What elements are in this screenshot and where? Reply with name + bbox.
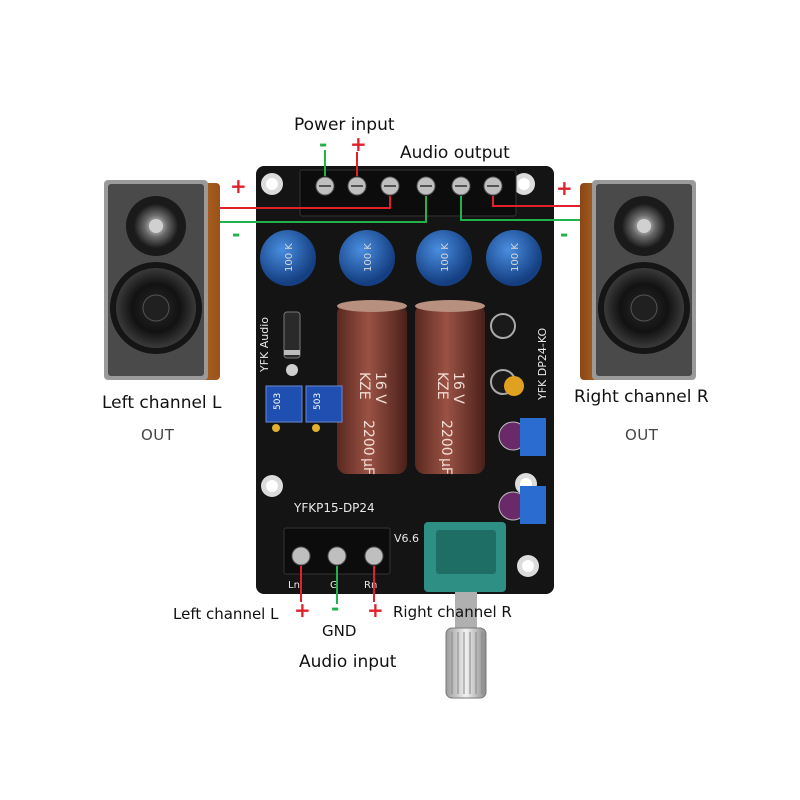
speaker-wires <box>220 196 580 223</box>
cap-rating-text: 100 K <box>284 243 295 272</box>
right-channel-in-label: Right channel R <box>393 603 512 621</box>
trimmer-value: 503 <box>273 393 283 410</box>
electrolytic-unit: µF <box>360 458 376 475</box>
blue-capacitors <box>260 230 542 286</box>
plus-sign: + <box>350 132 367 156</box>
minus-sign: - <box>331 596 340 620</box>
input-pin-label: Rn <box>364 580 377 591</box>
electrolytic-capacitors <box>337 300 485 474</box>
electrolytic-voltage: 16 V <box>450 372 466 404</box>
cap-rating-text: 100 K <box>510 243 521 272</box>
left-channel-out-label: Left channel L <box>102 393 222 413</box>
board-model-alt-text: YFK DP24-KO <box>536 328 549 401</box>
trimmer-value: 503 <box>313 393 323 410</box>
audio-input-label: Audio input <box>299 652 397 672</box>
cap-rating-text: 100 K <box>363 243 374 272</box>
left-speaker <box>104 180 220 380</box>
minus-sign: - <box>560 222 569 246</box>
electrolytic-brand: KZE <box>434 372 450 400</box>
board-version-text: V6.6 <box>394 532 419 545</box>
plus-sign: + <box>230 174 247 198</box>
board-brand-text: YFK Audio <box>258 317 271 373</box>
minus-sign: - <box>232 222 241 246</box>
plus-sign: + <box>367 598 384 622</box>
left-out-label: OUT <box>141 426 175 444</box>
minus-sign: - <box>319 132 328 156</box>
right-out-label: OUT <box>625 426 659 444</box>
right-speaker <box>580 180 696 380</box>
electrolytic-voltage: 16 V <box>372 372 388 404</box>
input-pin-label: G <box>330 580 338 591</box>
right-channel-out-label: Right channel R <box>574 387 709 407</box>
power-input-label: Power input <box>294 115 395 135</box>
electrolytic-unit: µF <box>438 458 454 475</box>
board-model-text: YFKP15-DP24 <box>293 501 375 515</box>
audio-output-label: Audio output <box>400 143 510 163</box>
gnd-label: GND <box>322 622 357 640</box>
input-wires <box>300 566 375 604</box>
power-wires <box>324 150 358 176</box>
amplifier-board <box>256 166 554 699</box>
electrolytic-value: 2200 <box>438 420 454 456</box>
plus-sign: + <box>556 176 573 200</box>
cap-rating-text: 100 K <box>440 243 451 272</box>
plus-sign: + <box>294 598 311 622</box>
electrolytic-brand: KZE <box>356 372 372 400</box>
left-channel-in-label: Left channel L <box>173 605 279 623</box>
electrolytic-value: 2200 <box>360 420 376 456</box>
input-pin-label: Ln <box>288 580 300 591</box>
